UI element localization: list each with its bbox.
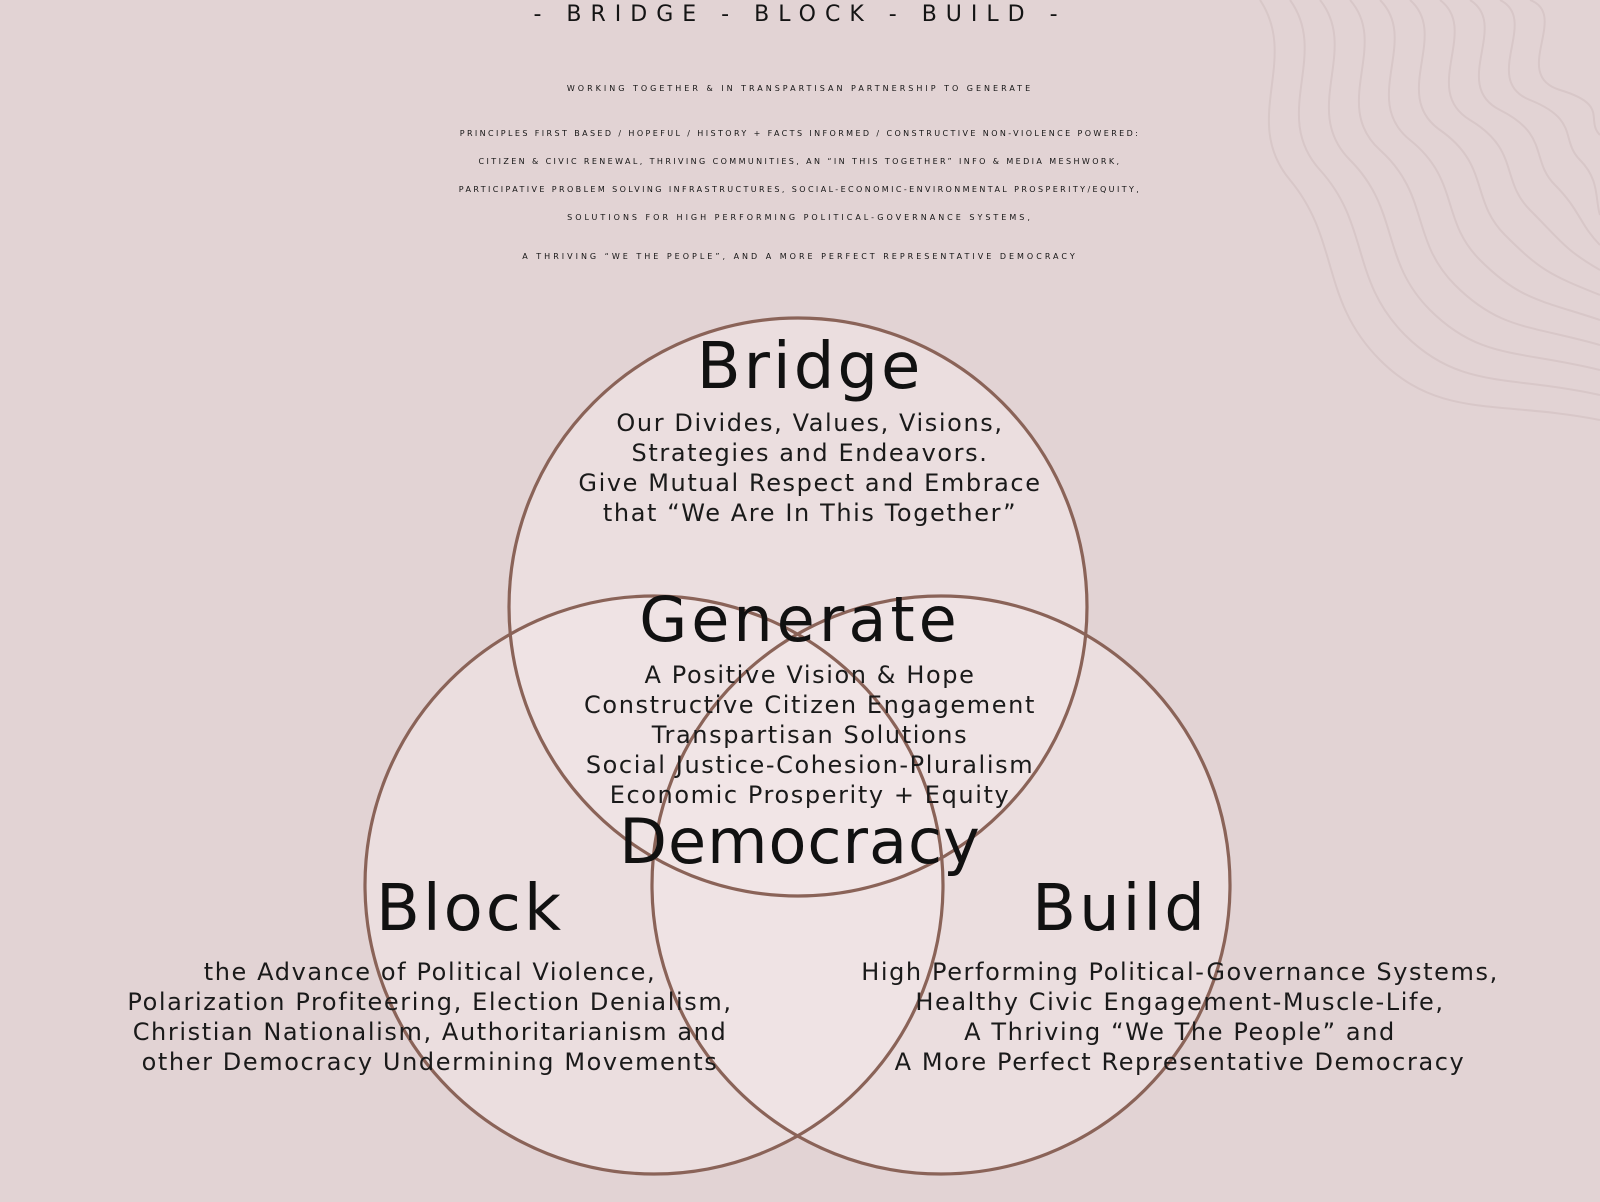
build-circle	[650, 594, 1232, 1176]
build-description: High Performing Political-Governance Sys…	[861, 958, 1499, 1076]
build-circle-fill	[652, 596, 1230, 1174]
generate-description: A Positive Vision & Hope Constructive Ci…	[584, 661, 1036, 809]
democracy-title: Democracy	[619, 805, 981, 878]
bridge-title: Bridge	[696, 330, 924, 404]
main-title: - BRIDGE - BLOCK - BUILD -	[533, 2, 1067, 27]
block-title: Block	[375, 872, 565, 946]
bridge-description: Our Divides, Values, Visions, Strategies…	[578, 409, 1042, 527]
build-title: Build	[1032, 872, 1208, 946]
solutions-line: A THRIVING “WE THE PEOPLE”, AND A MORE P…	[522, 252, 1078, 261]
block-circle	[363, 594, 945, 1176]
solutions-line: SOLUTIONS FOR HIGH PERFORMING POLITICAL-…	[567, 213, 1033, 222]
principles-line: PARTICIPATIVE PROBLEM SOLVING INFRASTRUC…	[458, 185, 1142, 194]
subtitle: WORKING TOGETHER & IN TRANSPARTISAN PART…	[566, 84, 1034, 93]
generate-title: Generate	[639, 583, 961, 656]
principles-line: CITIZEN & CIVIC RENEWAL, THRIVING COMMUN…	[478, 157, 1122, 166]
bridge-circle	[507, 316, 1089, 898]
venn-fills	[365, 318, 1230, 1174]
block-description: the Advance of Political Violence, Polar…	[127, 958, 733, 1076]
principles-line: PRINCIPLES FIRST BASED / HOPEFUL / HISTO…	[459, 129, 1141, 138]
